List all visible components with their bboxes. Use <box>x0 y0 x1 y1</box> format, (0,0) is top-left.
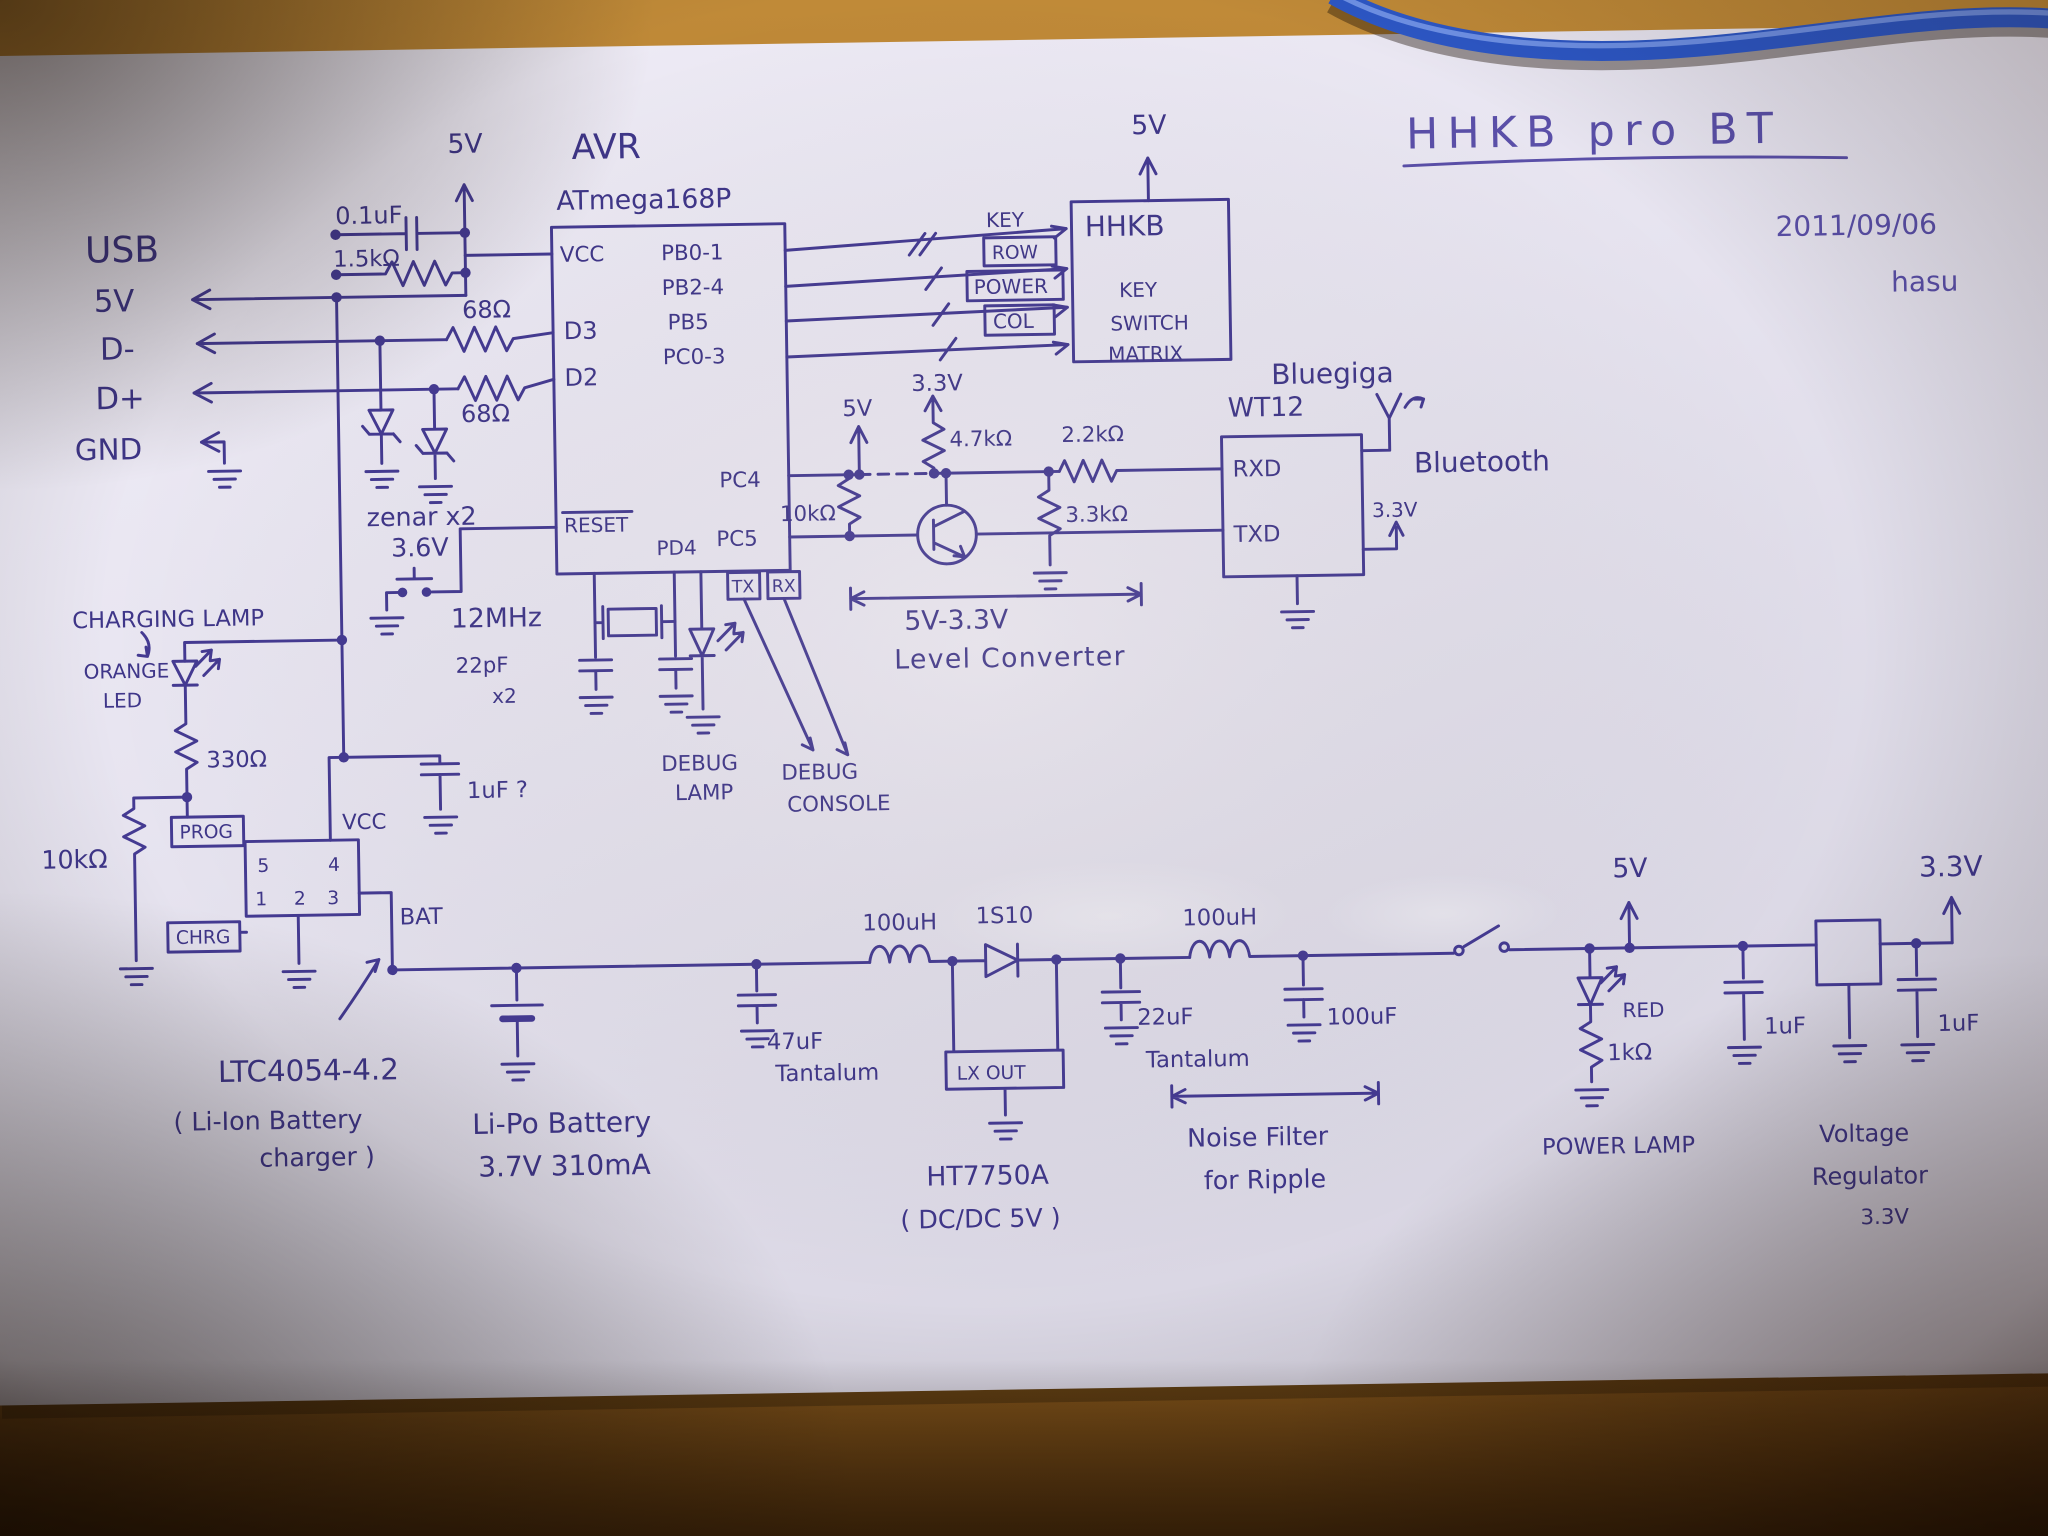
photo-scene: USB 5V D- D+ GND <box>0 0 2048 1536</box>
schematic-photo: USB 5V D- D+ GND <box>0 0 2048 1536</box>
photo-vignette <box>0 0 2048 1536</box>
